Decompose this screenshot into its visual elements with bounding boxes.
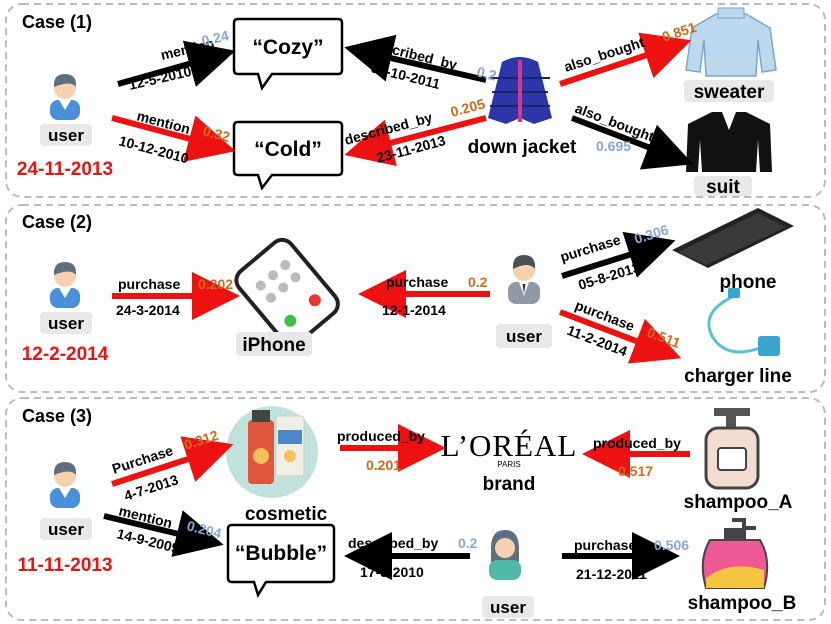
mention2-weight: 0.32 (201, 122, 232, 145)
p2-rel: purchase (386, 274, 448, 290)
cosmetic-label: cosmetic (245, 504, 328, 525)
edge-purchase-phone (561, 231, 676, 279)
suit-label: suit (706, 177, 740, 198)
bubble-bubble (226, 523, 336, 599)
case1-date: 24-11-2013 (17, 159, 113, 180)
case3-user-label: user (48, 520, 84, 539)
brand-label: brand (483, 474, 536, 495)
shampoo-b-icon (701, 518, 769, 589)
sweater-label: sweater (694, 82, 765, 103)
desc1-weight: 0.2 (475, 63, 498, 83)
case2-user2-label: user (506, 327, 542, 346)
cosmetic-icon (226, 406, 318, 498)
case2-date: 12-2-2014 (22, 344, 109, 365)
edge-purchase-charger (558, 309, 682, 364)
edge-described-cozy (344, 34, 487, 83)
shampoo-a-icon (704, 408, 760, 490)
suit-icon (686, 112, 772, 172)
case1-panel (5, 3, 826, 198)
desc-weight: 0.2 (458, 535, 478, 551)
edge-also-suit (570, 115, 694, 170)
p2-date: 12-1-2014 (382, 302, 446, 318)
mention1-weight: 0.24 (200, 27, 230, 49)
p1-date: 24-3-2014 (116, 302, 180, 318)
purchase2-rel: purchase (574, 537, 636, 553)
case2-user-icon (50, 262, 80, 308)
case1-user-label-bg (40, 124, 92, 146)
case3-user-icon (50, 462, 80, 508)
case2-title: Case (2) (22, 212, 92, 232)
case3-user2-label: user (490, 598, 526, 617)
p3-weight: 0.306 (632, 221, 670, 247)
edge-described-cold (344, 115, 487, 167)
p1-rel: purchase (118, 276, 180, 292)
edge-mention-bubble (103, 510, 224, 557)
charger-line-icon (707, 288, 780, 356)
shampoo-b-label: shampoo_B (688, 593, 797, 614)
mention1-date: 12-5-2010 (127, 63, 193, 93)
prod1-rel: produced_by (337, 428, 425, 444)
desc-rel: described_by (348, 535, 438, 551)
prod1-weight: 0.201 (366, 457, 401, 473)
p1-weight: 0.202 (198, 276, 233, 292)
edge-mention-cold (111, 115, 236, 162)
loreal-logo: L’ORÉAL (441, 428, 578, 463)
case1-user-icon (50, 74, 80, 120)
cozy-bubble (232, 17, 344, 91)
sweater-icon (685, 7, 777, 77)
phone-label: phone (720, 272, 777, 293)
p2-weight: 0.2 (468, 274, 488, 290)
cold-text: “Cold” (254, 138, 322, 161)
iphone-label: iPhone (242, 335, 305, 356)
case1-user-label: user (48, 126, 84, 145)
purchase2-weight: 0.506 (654, 537, 689, 553)
case2-user2-icon (508, 255, 540, 304)
down-jacket-icon (488, 57, 552, 124)
edge-also-sweater (559, 32, 692, 87)
also2-weight: 0.695 (596, 138, 631, 154)
case2-user-label: user (48, 314, 84, 333)
edge-purchase-cosmetic (111, 436, 234, 487)
cozy-text: “Cozy” (252, 36, 323, 59)
charger-label: charger line (684, 366, 792, 387)
desc-date: 17-5-2010 (360, 564, 424, 580)
prod2-rel: produced_by (593, 435, 681, 451)
bubble-text: “Bubble” (235, 542, 327, 565)
iphone-icon (234, 237, 340, 347)
loreal-paris: PARIS (497, 460, 520, 469)
purchase2-date: 21-12-2011 (576, 566, 647, 582)
phone-icon (672, 208, 794, 268)
case3-panel (5, 397, 826, 621)
shampoo-a-label: shampoo_A (684, 492, 793, 513)
case3-date: 11-11-2013 (17, 555, 112, 576)
prod2-weight: 0.517 (618, 463, 653, 479)
case3-title: Case (3) (22, 406, 92, 426)
edge-mention-cozy (117, 40, 236, 87)
case1-title: Case (1) (22, 12, 92, 32)
down-jacket-label: down jacket (468, 137, 577, 158)
case2-panel (5, 204, 826, 393)
case3-user2-icon (489, 530, 521, 580)
